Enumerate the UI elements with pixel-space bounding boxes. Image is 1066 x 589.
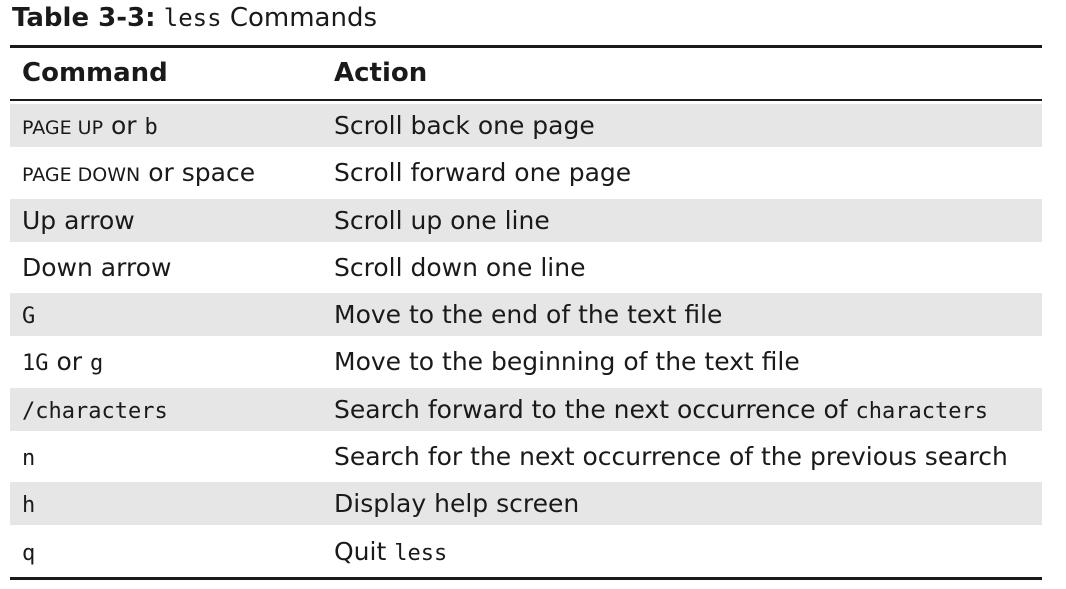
action-cell-text: Scroll down one line [334,252,586,282]
table-row: Down arrow Scroll down one line [10,246,1042,289]
command-cell-text: /characters [22,398,168,424]
command-cell: 1G or g [22,340,103,383]
action-cell: Scroll back one page [334,104,595,147]
command-cell: q [22,530,35,573]
command-cell: Up arrow [22,199,135,242]
command-cell: n [22,435,35,478]
table-row: PAGE UP or b Scroll back one page [10,104,1042,147]
command-cell: PAGE DOWN or space [22,151,255,194]
action-cell-text: Search forward to the next occurrence of [334,394,856,424]
action-cell-text: Search for the next occurrence of the pr… [334,442,1008,472]
command-cell-text: b [144,115,158,140]
action-cell-text: characters [855,398,988,424]
command-cell: G [22,293,35,336]
command-cell-text: g [89,351,104,377]
command-cell-text: PAGE DOWN [22,164,141,187]
table-row: Up arrow Scroll up one line [10,198,1042,242]
action-cell-text: Move to the end of the text file [334,300,723,330]
table-caption: Table 3-3: less Commands [12,2,377,34]
command-cell-text: or [103,111,145,140]
caption-label: Table 3-3: [12,3,156,33]
caption-text: Commands [221,3,378,33]
command-cell-text: q [22,540,36,566]
action-cell-text: Move to the beginning of the text file [334,347,800,377]
command-cell-text: 1G [22,351,49,377]
action-cell: Scroll down one line [334,246,585,289]
action-cell: Scroll forward one page [334,151,631,194]
command-cell-text: n [22,446,36,472]
header-rule [10,99,1042,101]
table-row: PAGE DOWN or space Scroll forward one pag… [10,151,1042,194]
table-row: h Display help screen [10,482,1042,526]
command-cell-text: Down arrow [22,252,172,282]
command-cell: PAGE UP or b [22,104,158,147]
caption-code: less [163,4,222,32]
table-row: q Quit less [10,530,1042,573]
action-cell: Quit less [334,530,447,573]
command-cell-text: h [22,493,36,519]
command-cell-text: G [22,304,36,330]
table-top-rule [10,45,1042,48]
header-action: Action [334,58,428,88]
command-cell-text: PAGE UP [22,117,104,139]
action-cell-text: less [394,540,448,566]
action-cell: Scroll up one line [334,199,550,242]
action-cell: Move to the end of the text file [334,293,722,336]
table-row: /characters Search forward to the next oc… [10,387,1042,431]
command-cell: /characters [22,388,168,431]
action-cell-text: Scroll back one page [334,111,595,140]
table-row: G Move to the end of the text file [10,293,1042,337]
table-row: n Search for the next occurrence of the p… [10,435,1042,478]
action-cell: Display help screen [334,482,579,525]
command-cell-text: Up arrow [22,205,135,235]
table-row: 1G or g Move to the beginning of the text… [10,340,1042,383]
action-cell-text: Scroll forward one page [334,158,632,188]
action-cell-text: Scroll up one line [334,205,550,235]
command-cell: Down arrow [22,246,171,289]
table-bottom-rule [10,577,1042,580]
command-cell-text: or [48,347,90,377]
command-cell: h [22,482,35,525]
action-cell: Search for the next occurrence of the pr… [334,435,1008,478]
command-cell-text: or space [140,158,256,188]
action-cell: Search forward to the next occurrence of… [334,388,988,431]
header-command: Command [22,58,168,88]
action-cell-text: Display help screen [334,489,580,519]
action-cell: Move to the beginning of the text file [334,340,800,383]
action-cell-text: Quit [334,536,395,566]
